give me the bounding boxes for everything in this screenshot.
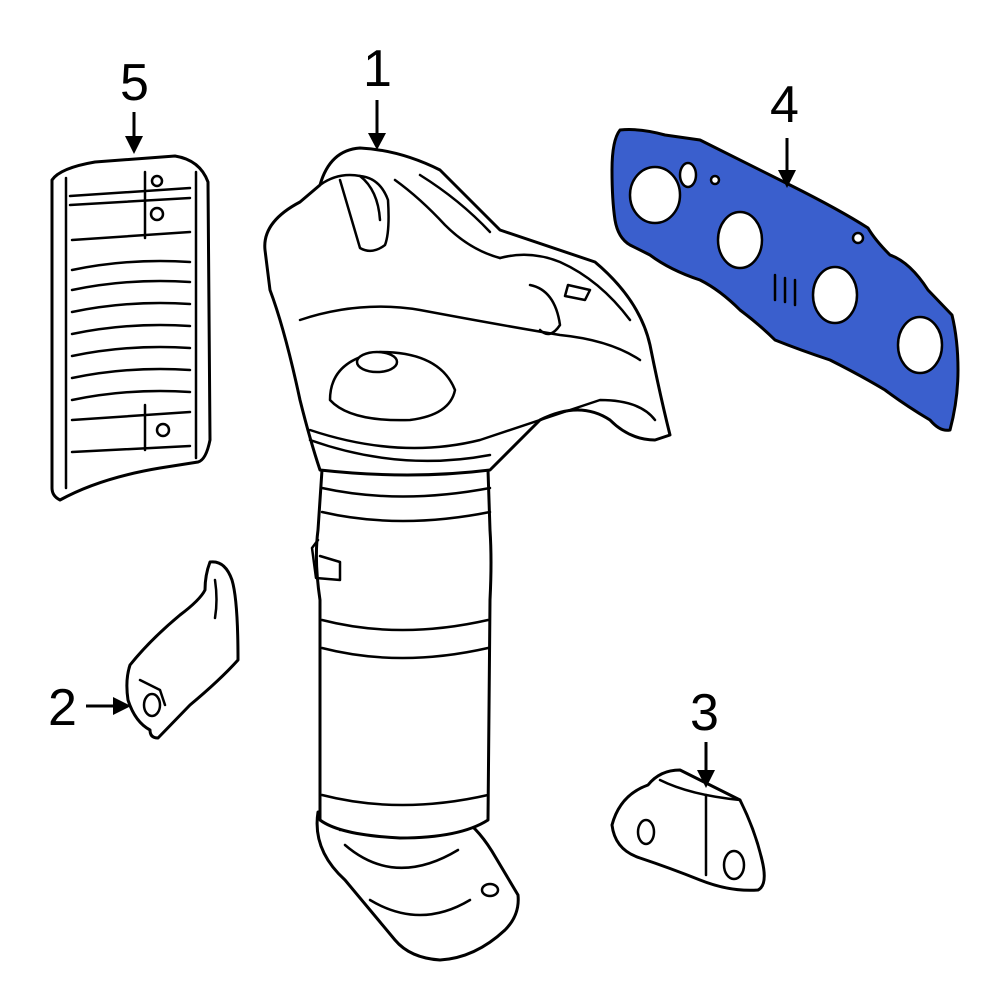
callout-3: 3 xyxy=(690,684,719,788)
callout-label-2: 2 xyxy=(48,679,77,737)
part-4-gasket[interactable] xyxy=(610,128,960,432)
callout-2: 2 xyxy=(48,679,131,737)
callout-label-5: 5 xyxy=(120,54,149,112)
part-5-heat-shield[interactable] xyxy=(50,154,212,502)
part-3-bracket[interactable] xyxy=(610,768,766,892)
part-1-exhaust-manifold[interactable] xyxy=(263,146,672,962)
callout-5: 5 xyxy=(120,54,149,154)
callout-label-3: 3 xyxy=(690,684,719,742)
callout-label-4: 4 xyxy=(770,76,799,134)
callout-1: 1 xyxy=(363,40,392,150)
callout-4: 4 xyxy=(770,76,799,188)
part-2-bracket[interactable] xyxy=(125,560,240,740)
callout-label-1: 1 xyxy=(363,40,392,98)
